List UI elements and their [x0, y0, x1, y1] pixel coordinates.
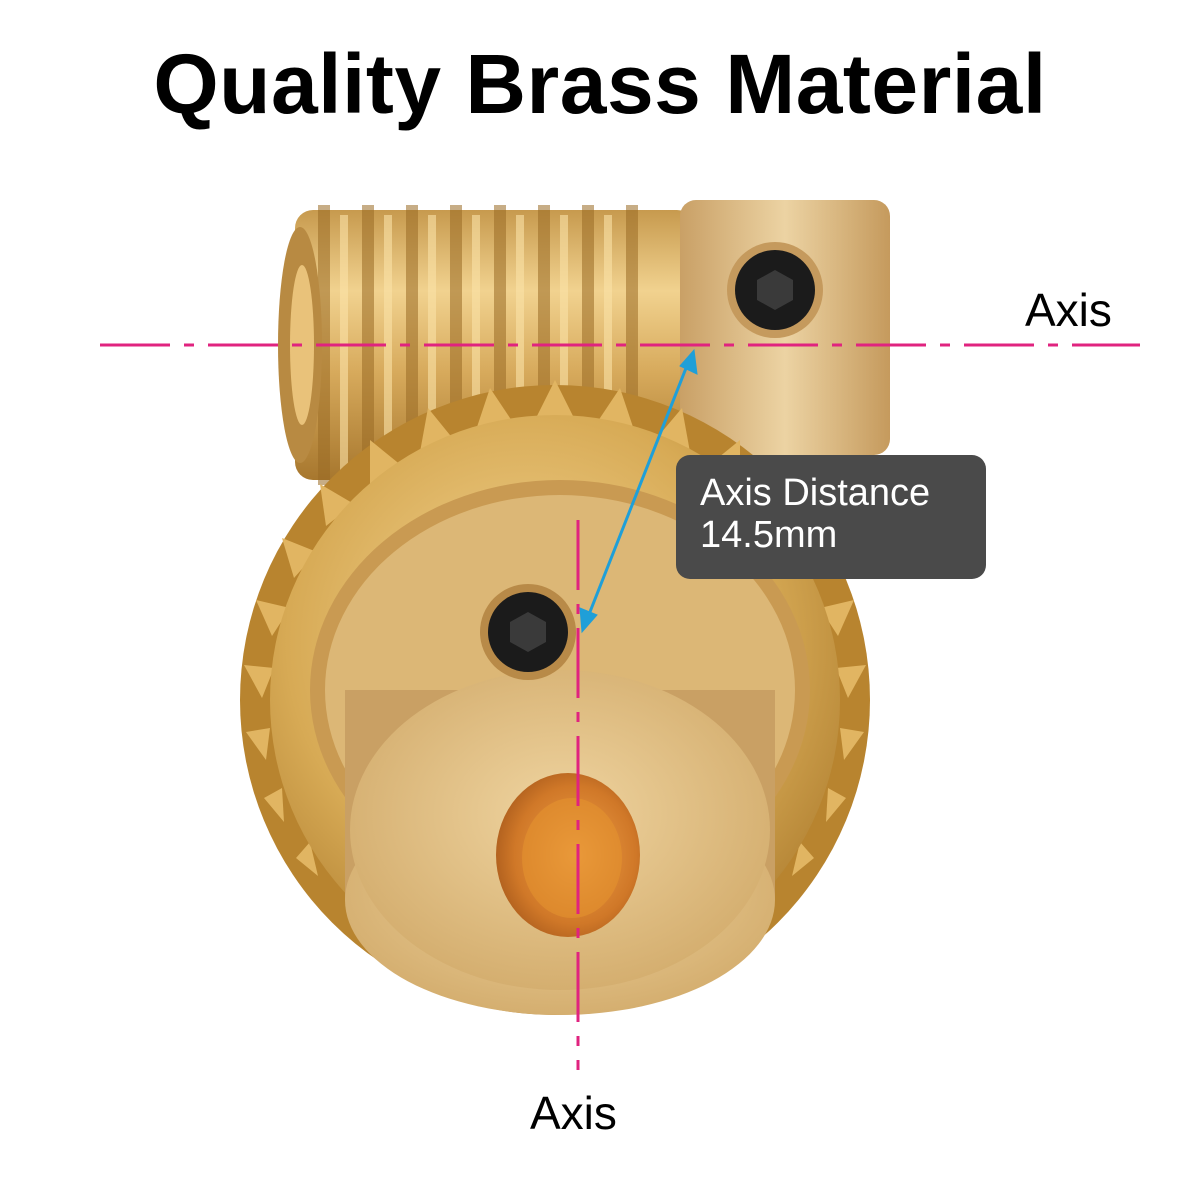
callout-line-1: Axis Distance	[700, 472, 931, 514]
page-title: Quality Brass Material	[153, 37, 1047, 131]
worm-hub	[680, 200, 890, 455]
axis-distance-callout: Axis Distance 14.5mm	[676, 455, 986, 579]
axis-distance-arrow	[579, 348, 698, 634]
worm-wheel-hub	[310, 480, 810, 1015]
horizontal-axis-label: Axis	[1025, 284, 1112, 336]
callout-line-2: 14.5mm	[700, 513, 838, 556]
vertical-axis-label: Axis	[530, 1087, 617, 1139]
